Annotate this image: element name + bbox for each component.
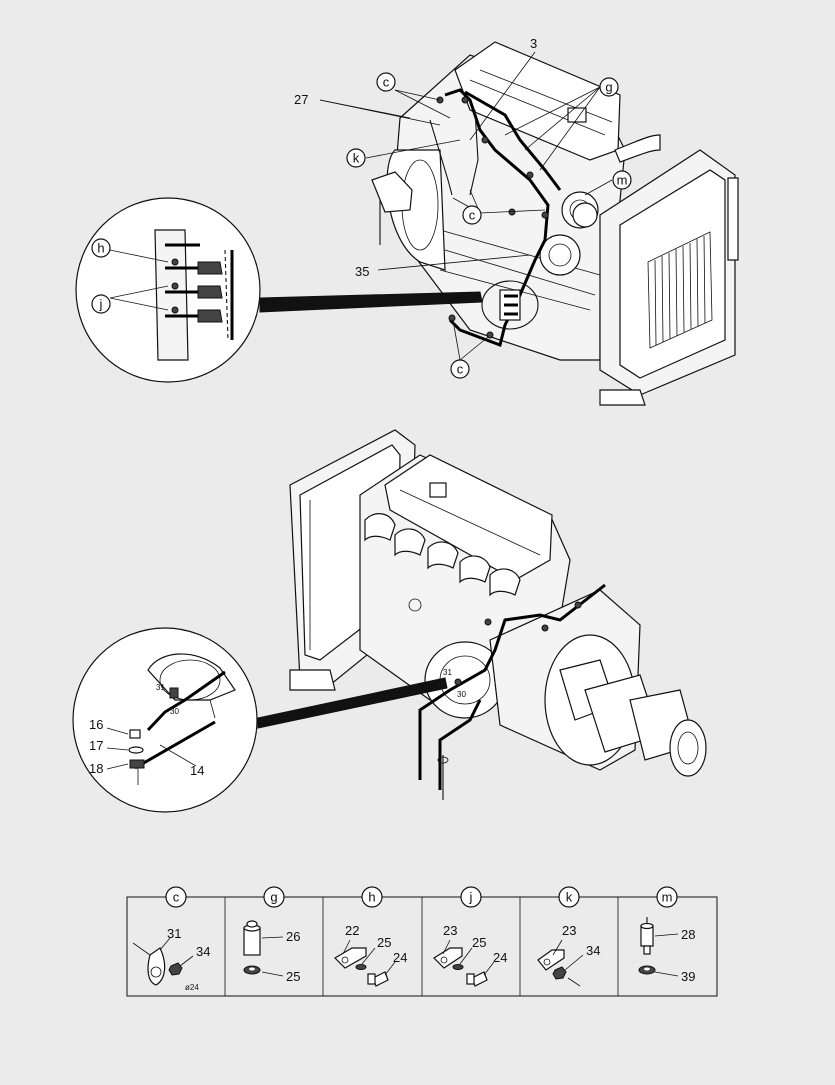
legend-m-part-28: 28 [681,927,695,942]
legend-c-part-31: 31 [167,926,181,941]
svg-text:k: k [353,151,360,166]
legend-cell-k: 23 34 [537,923,600,987]
svg-text:g: g [605,80,612,95]
legend-j-part-24: 24 [493,950,507,965]
legend-header-k: k [558,886,580,908]
legend-cell-j: 23 25 24 [433,923,507,987]
callout-k: k [346,148,366,168]
legend-h-part-24: 24 [393,950,407,965]
legend-cell-g: 26 25 [243,920,300,984]
legend-cell-h: 22 25 24 [334,923,407,987]
bottom-engine-illustration [289,429,707,800]
legend-g-part-26: 26 [286,929,300,944]
legend-cell-m: 28 39 [638,917,695,984]
legend-cell-c: 31 34 ø24 [132,926,210,992]
svg-text:h: h [97,241,104,256]
callout-17: 17 [89,738,103,753]
top-engine-illustration [371,41,739,406]
callout-27: 27 [294,92,308,107]
legend-header-j: j [460,886,482,908]
callout-c-bottom: c [450,359,470,379]
legend-k-part-34: 34 [586,943,600,958]
bottom-detail-inset [72,627,258,813]
callout-30-detail: 30 [170,707,179,716]
callout-31-detail: 31 [156,683,165,692]
legend-c-diameter: ø24 [185,983,199,992]
legend-header-c: c [165,886,187,908]
legend-header-h: h [361,886,383,908]
callout-31-engine: 31 [443,668,452,677]
legend-h-part-22: 22 [345,923,359,938]
callout-16: 16 [89,717,103,732]
callout-14: 14 [190,763,204,778]
svg-text:m: m [662,890,673,905]
detail-pointer-top [259,291,483,313]
callout-18: 18 [89,761,103,776]
legend-k-part-23: 23 [562,923,576,938]
callout-g: g [599,77,619,97]
svg-text:m: m [617,173,628,188]
detail-pointer-bottom [257,677,448,729]
callout-30-engine: 30 [457,690,466,699]
svg-text:c: c [457,362,464,377]
callout-c-top: c [376,72,396,92]
legend-j-part-23: 23 [443,923,457,938]
callout-c-middle: c [462,205,482,225]
legend-c-part-34: 34 [196,944,210,959]
legend-header-m: m [656,886,678,908]
top-leader-lines [109,51,613,361]
svg-text:g: g [270,890,277,905]
callout-35: 35 [355,264,369,279]
svg-text:c: c [173,890,180,905]
parts-legend-table [126,896,718,997]
svg-text:j: j [469,890,473,905]
svg-text:j: j [99,297,103,312]
callout-m: m [612,170,632,190]
legend-h-part-25: 25 [377,935,391,950]
svg-text:h: h [368,890,375,905]
callout-h: h [91,238,111,258]
svg-text:c: c [383,75,390,90]
callout-3: 3 [530,36,537,51]
svg-text:k: k [566,890,573,905]
callout-j: j [91,294,111,314]
svg-text:c: c [469,208,476,223]
legend-g-part-25: 25 [286,969,300,984]
legend-header-g: g [263,886,285,908]
exhaust-ports [364,513,521,597]
radiator-core [647,231,713,349]
legend-j-part-25: 25 [472,935,486,950]
legend-m-part-39: 39 [681,969,695,984]
top-detail-inset [75,197,261,383]
